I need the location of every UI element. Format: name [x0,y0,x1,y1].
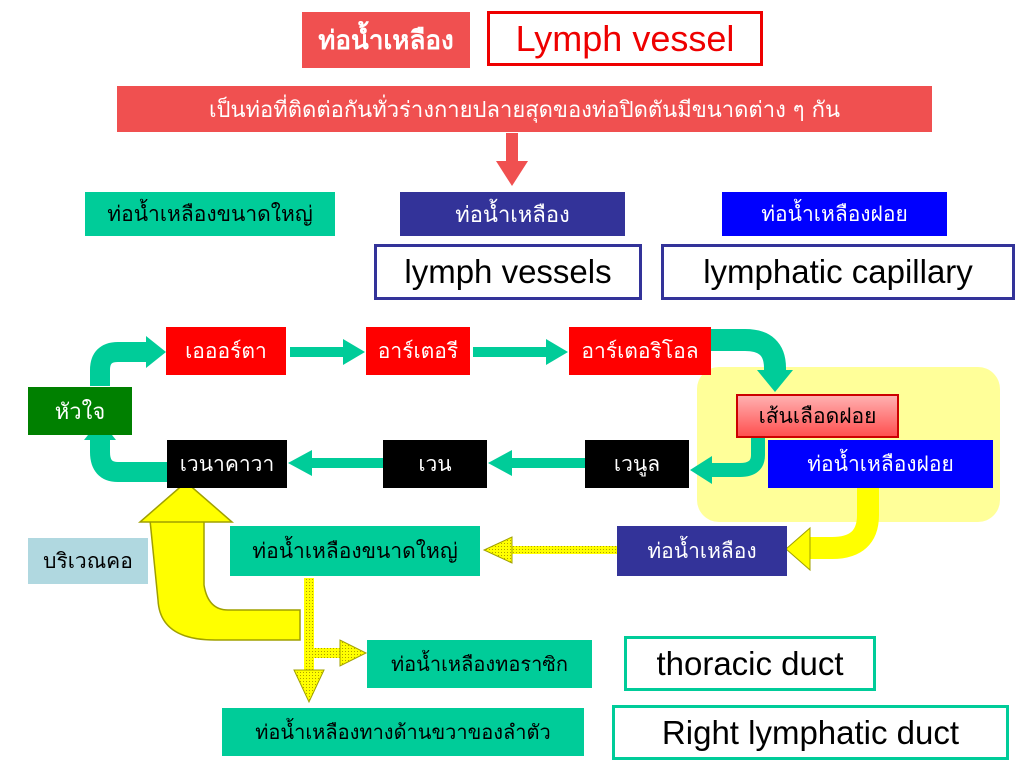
lymph-capillary-box: ท่อน้ำเหลืองฝอย [768,440,993,488]
right-lymphatic-duct-english: Right lymphatic duct [661,713,960,751]
arrow-lymph-to-vena-cava [137,481,301,641]
arrow-capillary-to-venule [690,438,765,484]
arrow-vessel-to-large-duct [482,536,618,564]
arrow-aorta-to-artery [290,339,365,365]
arrow-vein-to-vena-cava [288,450,384,476]
definition-text: เป็นท่อที่ติดต่อกันทั่วร่างกายปลายสุดของ… [209,97,840,123]
definition-box: เป็นท่อที่ติดต่อกันทั่วร่างกายปลายสุดของ… [117,86,932,132]
neck-region-box: บริเวณคอ [28,538,148,584]
venule-box: เวนูล [585,440,689,488]
arrow-large-duct-branches [293,578,368,704]
arrow-heart-to-aorta [90,336,166,386]
type-large-duct-label: ท่อน้ำเหลืองขนาดใหญ่ [107,201,313,226]
blood-capillary-label: เส้นเลือดฝอย [758,403,877,428]
blood-capillary-box: เส้นเลือดฝอย [736,394,899,438]
arrow-venule-to-vein [488,450,586,476]
heart-box: หัวใจ [28,387,132,435]
type-vessel-english-box: lymph vessels [374,244,642,300]
right-lymphatic-duct-box: ท่อน้ำเหลืองทางด้านขวาของลำตัว [222,708,584,756]
type-vessel-box: ท่อน้ำเหลือง [400,192,625,236]
thoracic-duct-english: thoracic duct [656,644,844,682]
lymph-capillary-label: ท่อน้ำเหลืองฝอย [807,451,954,476]
down-arrow-red [496,133,528,186]
thoracic-duct-english-box: thoracic duct [624,636,876,691]
thoracic-duct-box: ท่อน้ำเหลืองทอราซิก [367,640,592,688]
type-capillary-english-box: lymphatic capillary [661,244,1015,300]
type-capillary-label: ท่อน้ำเหลืองฝอย [761,201,908,226]
vein-label: เวน [418,451,452,476]
aorta-label: เอออร์ตา [185,338,267,363]
lymph-vessel-box: ท่อน้ำเหลือง [617,526,787,576]
right-lymphatic-duct-english-box: Right lymphatic duct [612,705,1009,760]
vein-box: เวน [383,440,487,488]
neck-region-label: บริเวณคอ [43,548,133,573]
arrow-arteriole-to-capillary [710,329,793,392]
type-vessel-english: lymph vessels [404,253,612,290]
type-vessel-label: ท่อน้ำเหลือง [455,202,570,228]
arrow-lymph-capillary-to-vessel [785,488,879,572]
arrow-artery-to-arteriole [473,339,568,365]
title-english-box: Lymph vessel [487,11,763,66]
arteriole-label: อาร์เตอริโอล [581,338,699,363]
large-duct-label: ท่อน้ำเหลืองขนาดใหญ่ [252,538,458,563]
thoracic-duct-label: ท่อน้ำเหลืองทอราซิก [390,652,568,676]
title-thai: ท่อน้ำเหลือง [318,25,454,56]
title-thai-box: ท่อน้ำเหลือง [302,12,470,68]
artery-label: อาร์เตอรี [377,338,459,363]
type-capillary-box: ท่อน้ำเหลืองฝอย [722,192,947,236]
arteriole-box: อาร์เตอริโอล [569,327,711,375]
vena-cava-label: เวนาคาวา [179,451,275,476]
type-large-duct-box: ท่อน้ำเหลืองขนาดใหญ่ [85,192,335,236]
aorta-box: เอออร์ตา [166,327,286,375]
title-english: Lymph vessel [515,17,735,59]
artery-box: อาร์เตอรี [366,327,470,375]
vena-cava-box: เวนาคาวา [167,440,287,488]
large-duct-box: ท่อน้ำเหลืองขนาดใหญ่ [230,526,480,576]
lymph-vessel-label: ท่อน้ำเหลือง [647,538,757,563]
type-capillary-english: lymphatic capillary [703,253,973,290]
right-lymphatic-duct-label: ท่อน้ำเหลืองทางด้านขวาของลำตัว [255,720,551,744]
heart-label: หัวใจ [54,399,106,425]
venule-label: เวนูล [613,451,661,476]
